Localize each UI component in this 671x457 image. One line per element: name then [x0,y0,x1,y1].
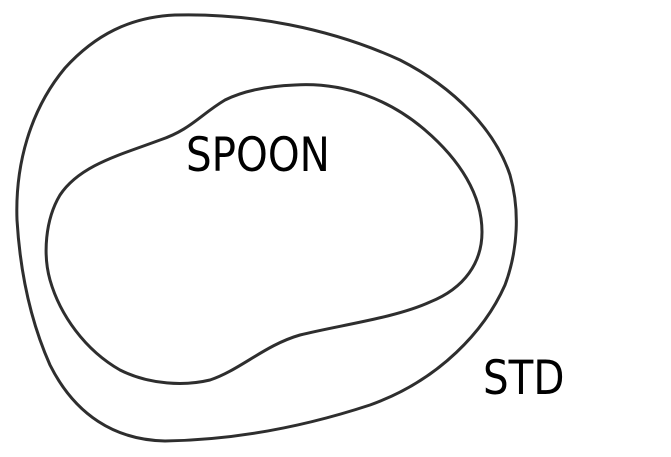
std-outline [15,13,518,443]
std-label: STD [483,351,565,406]
spoon-label: SPOON [186,128,330,183]
spoon-outline [44,83,484,385]
